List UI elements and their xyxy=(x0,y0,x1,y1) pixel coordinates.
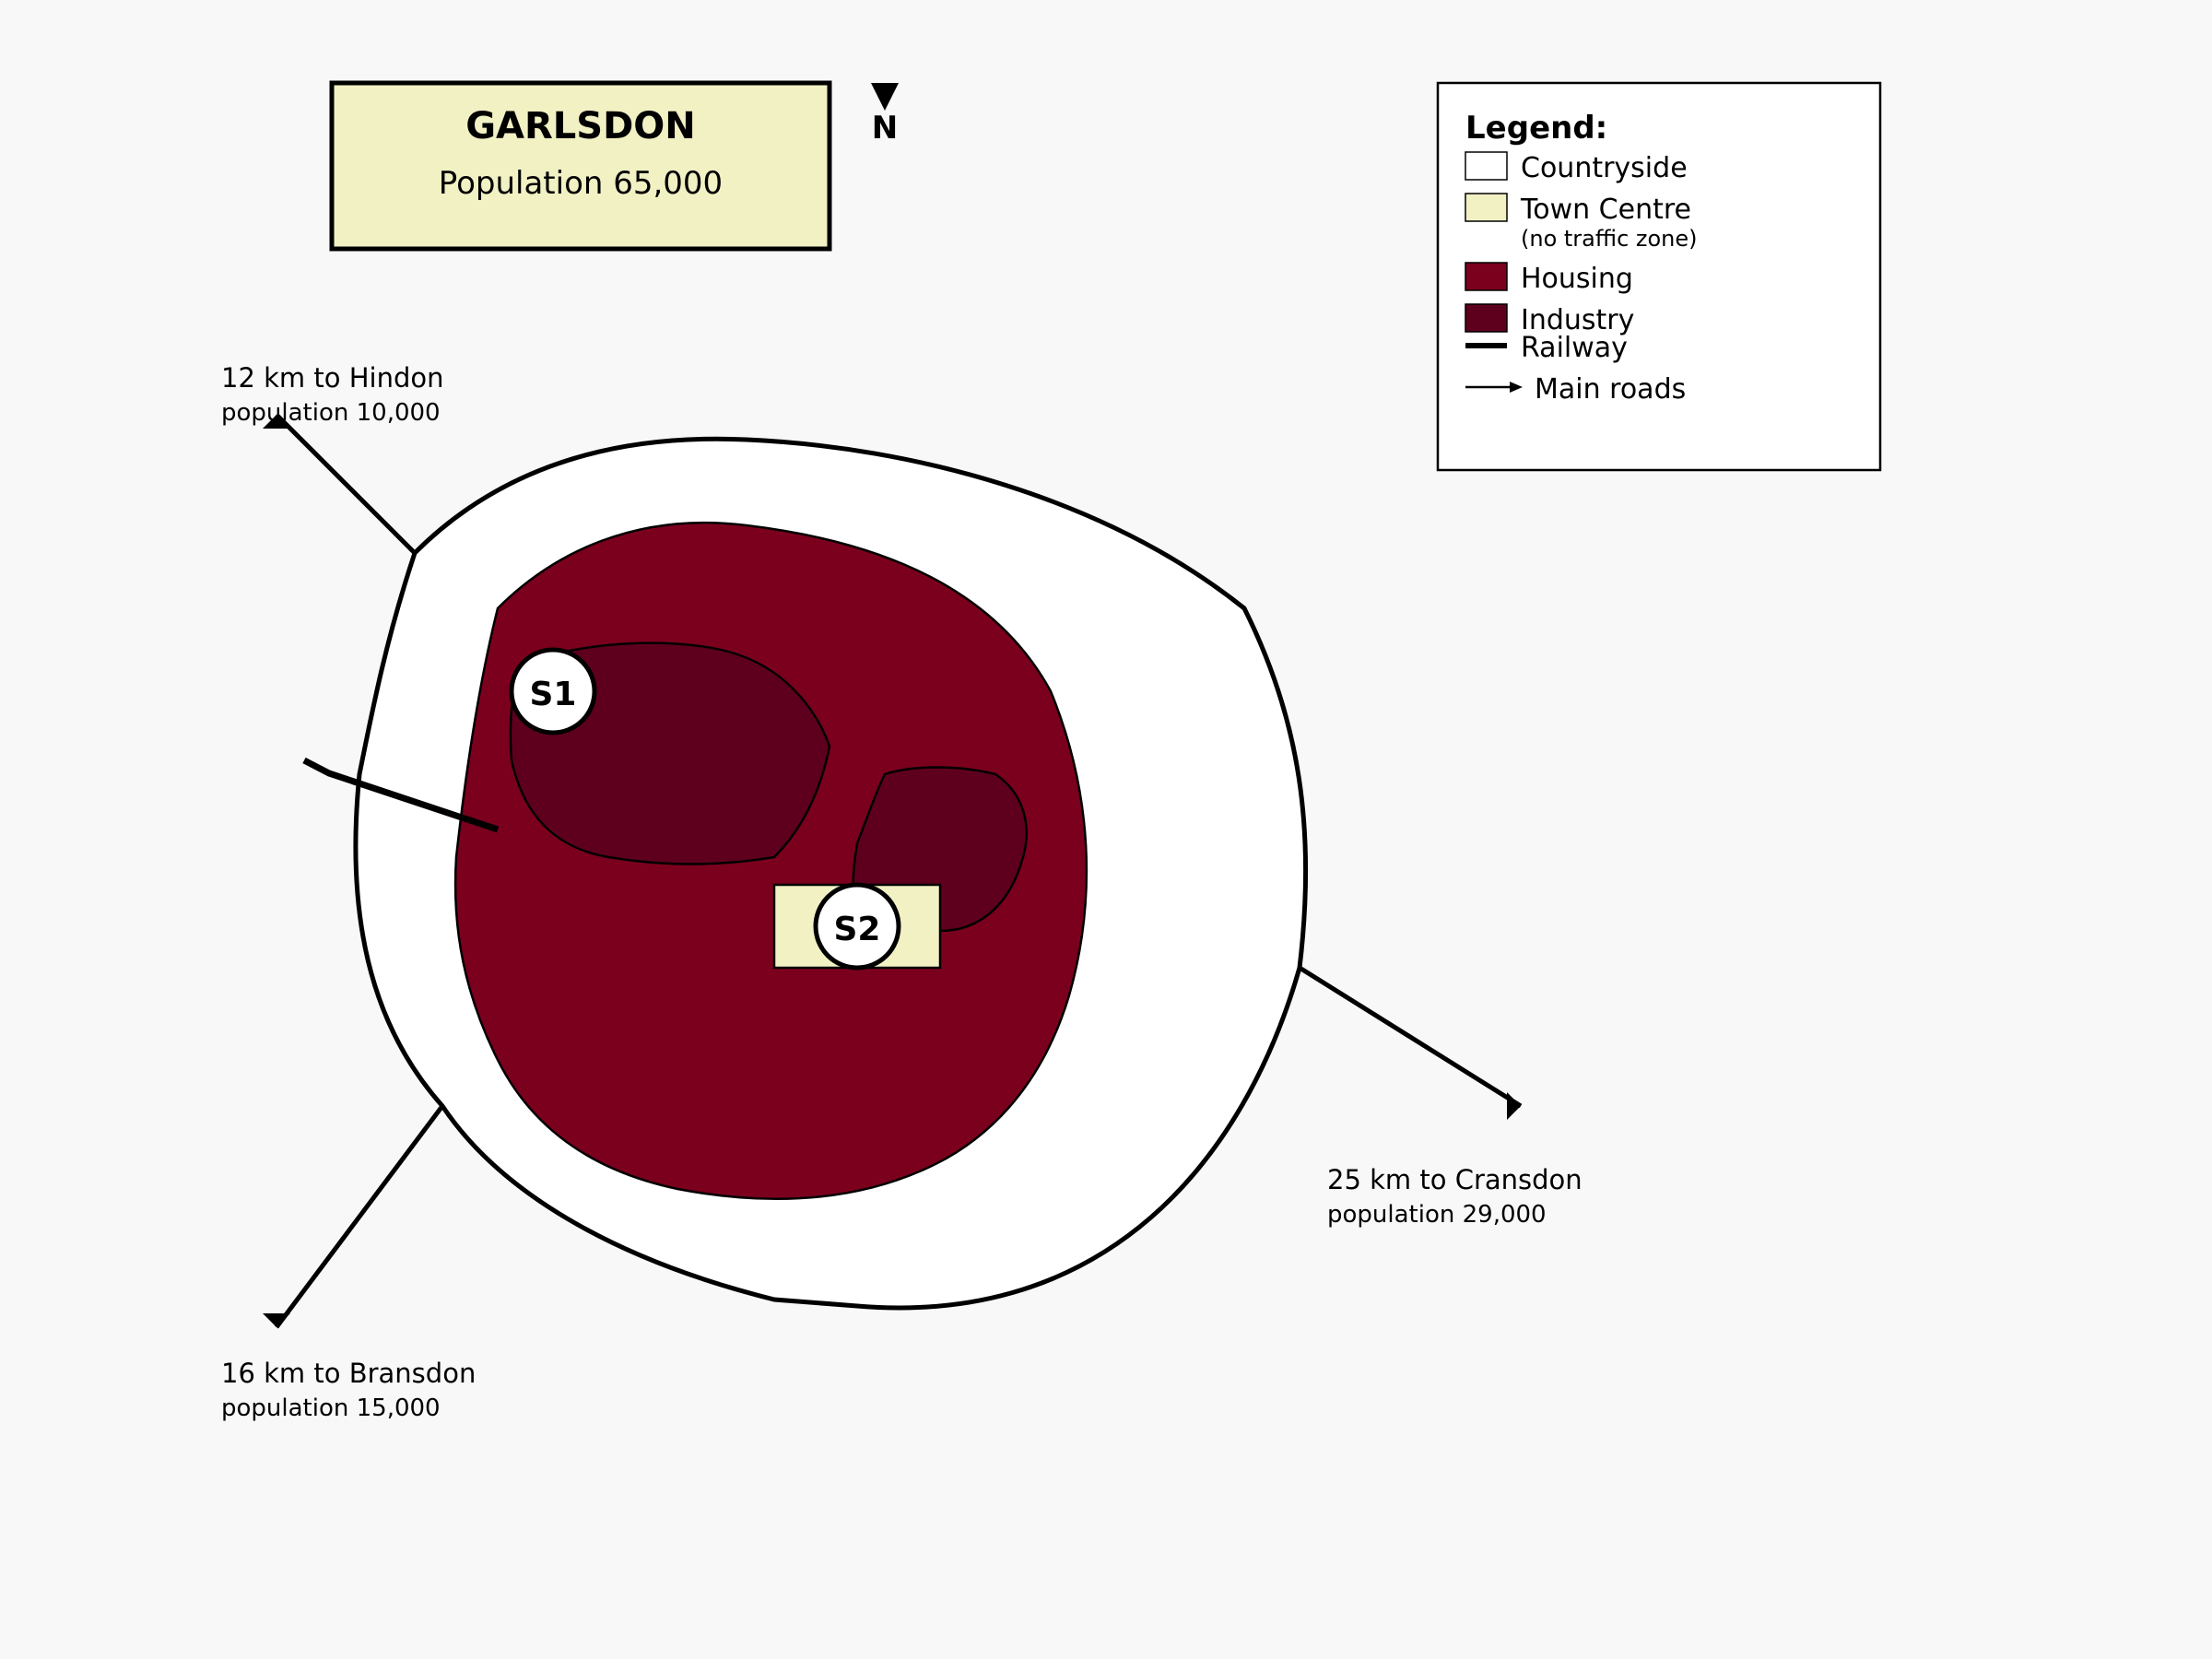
town-name: GARLSDON xyxy=(465,105,696,147)
road-arrow-hindon-icon xyxy=(263,415,290,429)
cransdon-population: population 29,000 xyxy=(1327,1201,1547,1229)
site-marker-s1[interactable]: S1 xyxy=(509,647,597,735)
legend-swatch-industry xyxy=(1465,303,1508,333)
road-arrow-cransdon-icon xyxy=(1507,1092,1521,1120)
site-label-s1: S1 xyxy=(530,676,577,713)
legend-label-railway: Railway xyxy=(1521,332,1628,364)
legend: Legend: Countryside Town Centre (no traf… xyxy=(1436,81,1882,472)
legend-frame xyxy=(1436,81,1882,472)
legend-heading: Legend: xyxy=(1465,110,1607,147)
site-label-s2: S2 xyxy=(834,911,881,948)
north-arrow-icon xyxy=(871,83,899,111)
site-marker-s2-circle xyxy=(813,882,901,971)
legend-swatch-countryside xyxy=(1465,151,1508,181)
destination-bransdon: 16 km to Bransdon population 15,000 xyxy=(221,1358,476,1422)
road-to-hindon xyxy=(275,413,417,555)
legend-label-main-roads: Main roads xyxy=(1535,373,1686,406)
legend-label-industry: Industry xyxy=(1521,304,1634,336)
bransdon-distance: 16 km to Bransdon xyxy=(221,1358,476,1389)
hindon-population: population 10,000 xyxy=(221,399,441,427)
title-box: GARLSDON Population 65,000 xyxy=(329,80,832,252)
legend-arrow-icon xyxy=(1510,382,1523,393)
site-marker-s2[interactable]: S2 xyxy=(813,882,901,971)
destination-cransdon: 25 km to Cransdon population 29,000 xyxy=(1327,1164,1583,1229)
legend-label-housing: Housing xyxy=(1521,263,1633,295)
hindon-distance: 12 km to Hindon xyxy=(221,362,444,394)
legend-label-town-centre-note: (no traffic zone) xyxy=(1521,226,1698,252)
north-label: N xyxy=(872,110,898,147)
title-box-frame xyxy=(329,80,832,252)
legend-label-town-centre: Town Centre xyxy=(1520,194,1691,226)
cransdon-distance: 25 km to Cransdon xyxy=(1327,1164,1583,1195)
destination-hindon: 12 km to Hindon population 10,000 xyxy=(221,362,444,427)
north-arrow: N xyxy=(871,83,899,147)
legend-swatch-town-centre xyxy=(1465,193,1508,222)
railway-line xyxy=(302,757,500,833)
road-arrow-bransdon-icon xyxy=(263,1313,290,1327)
legend-swatch-housing xyxy=(1465,262,1508,291)
road-to-bransdon xyxy=(275,1104,444,1329)
bransdon-population: population 15,000 xyxy=(221,1394,441,1422)
main-roads xyxy=(263,413,1523,1329)
site-marker-s1-circle xyxy=(509,647,597,735)
town-population: Population 65,000 xyxy=(439,165,723,202)
legend-label-countryside: Countryside xyxy=(1521,152,1688,184)
road-to-cransdon xyxy=(1298,965,1523,1109)
